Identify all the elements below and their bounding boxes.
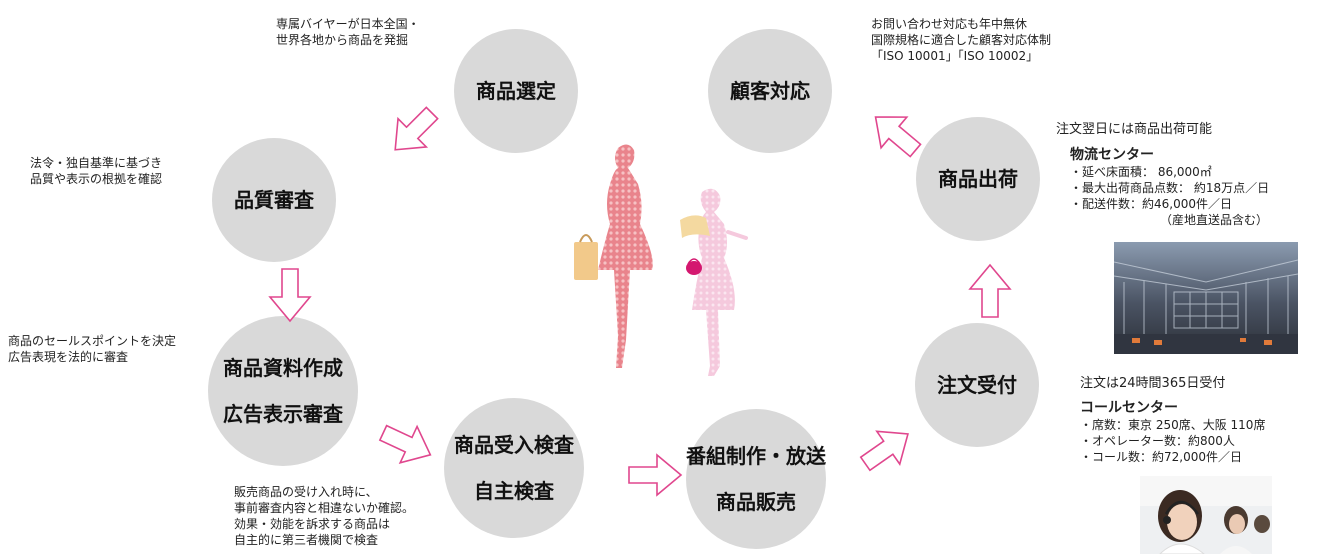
arrow-inspection-to-broadcast-icon [628, 453, 683, 497]
note-line: 専属バイヤーが日本全国・ [276, 17, 420, 31]
note-quality: 法令・独自基準に基づき 品質や表示の根拠を確認 [30, 155, 162, 187]
circle-label: 商品受入検査 [454, 433, 574, 457]
note-line: ・オペレーター数：約800人 [1080, 434, 1235, 448]
note-line: 品質や表示の根拠を確認 [30, 172, 163, 186]
circle-label: 商品資料作成 [223, 356, 343, 380]
circle-broadcast-sales: 番組制作・放送 商品販売 [686, 409, 826, 549]
shopping-women-illustration [574, 144, 748, 376]
note-line: 広告表現を法的に審査 [8, 350, 129, 364]
note-inspection: 販売商品の受け入れ時に、 事前審査内容と相違ないか確認。 効果・効能を訴求する商… [234, 484, 414, 548]
note-line: 法令・独自基準に基づき [30, 156, 163, 170]
note-line: ・最大出荷商品点数： 約18万点／日 [1070, 181, 1270, 195]
circle-materials-review: 商品資料作成 広告表示審査 [208, 316, 358, 466]
note-line: 「ISO 10001」「ISO 10002」 [871, 49, 1039, 63]
note-selection: 専属バイヤーが日本全国・ 世界各地から商品を発掘 [276, 16, 420, 48]
circle-label: 商品選定 [476, 79, 556, 103]
note-line: ・席数：東京 250席、大阪 110席 [1080, 418, 1266, 432]
note-line: 自主的に第三者機関で検査 [234, 533, 379, 547]
arrow-broadcast-to-order-icon [859, 430, 909, 472]
arrow-quality-to-materials-icon [268, 268, 312, 323]
call-center-title: コールセンター [1080, 400, 1178, 416]
note-line: 世界各地から商品を発掘 [276, 33, 409, 47]
call-center-photo [1140, 476, 1272, 554]
arrow-order-to-shipping-icon [968, 263, 1012, 318]
circle-quality-review: 品質審査 [212, 138, 336, 262]
note-line: ・コール数：約72,000件／日 [1080, 450, 1242, 464]
logistics-center-title: 物流センター [1070, 147, 1154, 163]
circle-label: 顧客対応 [730, 79, 810, 103]
circle-label: 注文受付 [937, 373, 1017, 397]
note-line: （産地直送品含む） [1160, 213, 1269, 227]
circle-label: 商品出荷 [938, 167, 1018, 191]
note-materials: 商品のセールスポイントを決定 広告表現を法的に審査 [8, 333, 176, 365]
arrow-selection-to-quality-icon [394, 106, 439, 151]
arrow-shipping-to-customer-icon [874, 116, 922, 158]
circle-label: 広告表示審査 [223, 402, 343, 426]
arrow-materials-to-inspection-icon [378, 424, 432, 465]
circle-product-selection: 商品選定 [454, 29, 578, 153]
note-line: お問い合わせ対応も年中無休 [871, 17, 1028, 31]
note-headline: 注文は24時間365日受付 [1080, 376, 1226, 391]
note-shipping: 注文翌日には商品出荷可能 物流センター ・延べ床面積： 86,000㎡ ・最大出… [1056, 121, 1269, 228]
warehouse-photo [1114, 242, 1298, 354]
circle-inspection: 商品受入検査 自主検査 [444, 398, 584, 538]
note-headline: 注文翌日には商品出荷可能 [1056, 122, 1213, 137]
note-line: 国際規格に適合した顧客対応体制 [871, 33, 1052, 47]
note-order: 注文は24時間365日受付 コールセンター ・席数：東京 250席、大阪 110… [1080, 375, 1265, 465]
circle-shipping: 商品出荷 [916, 117, 1040, 241]
note-line: ・配送件数：約46,000件／日 [1070, 197, 1232, 211]
note-customer: お問い合わせ対応も年中無休 国際規格に適合した顧客対応体制 「ISO 10001… [871, 16, 1051, 64]
note-line: 事前審査内容と相違ないか確認。 [234, 501, 415, 515]
note-line: 商品のセールスポイントを決定 [8, 334, 177, 348]
circle-label: 商品販売 [716, 490, 796, 514]
circle-customer-service: 顧客対応 [708, 29, 832, 153]
circle-label: 品質審査 [234, 188, 314, 212]
circle-order-receipt: 注文受付 [915, 323, 1039, 447]
circle-label: 自主検査 [474, 479, 554, 503]
note-line: 効果・効能を訴求する商品は [234, 517, 391, 531]
circle-label: 番組制作・放送 [686, 444, 826, 468]
note-line: 販売商品の受け入れ時に、 [234, 485, 378, 499]
note-line: ・延べ床面積： 86,000㎡ [1070, 165, 1212, 179]
